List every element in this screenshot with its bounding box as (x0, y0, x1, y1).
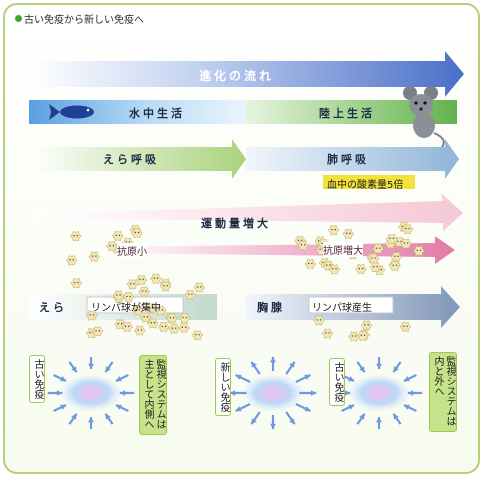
lymphocyte-cell-icon (91, 326, 104, 337)
mouse-icon (403, 86, 445, 148)
lymphocyte-cell-icon (69, 231, 82, 242)
oxygen-note-box (323, 175, 415, 189)
antigen-arrow (105, 236, 455, 264)
lymphocyte-cell-icon (372, 243, 385, 254)
lymphocyte-cell-icon (385, 233, 398, 245)
evolution-arrow (29, 51, 464, 97)
exercise-increase-label: 運動量増大 (201, 217, 271, 230)
lymphocyte-cell-icon (144, 303, 157, 314)
gills-label: えら (39, 301, 67, 314)
lymphocyte-cell-icon (149, 273, 162, 284)
lymphocyte-cell-icon (65, 255, 78, 266)
lymphocyte-cell-icon (159, 281, 172, 292)
lymphocyte-cell-icon (304, 258, 317, 270)
lymphocyte-cell-icon (122, 291, 135, 303)
lymphocyte-cell-icon (360, 320, 373, 331)
lymphocyte-cell-icon (342, 228, 355, 240)
bullet-icon (15, 15, 22, 22)
lymphocyte-cell-icon (297, 240, 310, 251)
lymphocyte-cell-icon (111, 230, 124, 242)
diagram-title-text: 古い免疫から新しい免疫へ (24, 15, 144, 26)
land-life-label: 陸上生活 (319, 107, 375, 120)
lymphocyte-cell-icon (121, 321, 134, 332)
water-life-label: 水中生活 (129, 107, 185, 120)
lymph-production-label: リンパ球産生 (312, 303, 372, 314)
lymphocyte-cell-icon (388, 260, 401, 271)
lymphocyte-cell-icon (85, 310, 98, 321)
lymphocyte-cell-icon (321, 328, 334, 339)
lymphocyte-cell-icon (112, 290, 125, 301)
lymphocyte-cell-icon (133, 325, 146, 336)
lymph-gather-label: リンパ球が集中 (91, 303, 161, 314)
lymphocyte-cell-icon (126, 279, 139, 290)
diagram-frame: 古い免疫から新しい免疫へ (3, 3, 480, 474)
diagram-title: 古い免疫から新しい免疫へ (15, 11, 144, 26)
lymphocyte-cell-icon (348, 331, 360, 342)
lymphocyte-cell-icon (138, 286, 151, 297)
lymphocyte-cell-icon (401, 224, 414, 235)
lymphocyte-cell-icon (390, 251, 403, 262)
immune-cell-icon (335, 357, 423, 429)
monitor-both-label: 監視システムは内と外へ (429, 352, 457, 432)
lymphocyte-cell-icon (154, 305, 167, 316)
gill-breathing-label: えら呼吸 (103, 153, 159, 166)
lymphocyte-cell-icon (184, 289, 197, 300)
monitor-inner-label: 監視システムは主として内側へ (139, 355, 167, 435)
new-immunity-label: 新しい免疫 (215, 358, 231, 416)
lymphocyte-cell-icon (367, 253, 380, 264)
lymphocyte-cell-icon (399, 321, 412, 332)
exercise-increase-arrow (29, 193, 463, 231)
lymphocyte-cell-icon (369, 262, 382, 273)
lymphocyte-cell-icon (88, 251, 101, 262)
lymphocyte-cell-icon (178, 312, 191, 324)
antigen-small-label: 抗原小 (117, 243, 147, 258)
lymphocyte-cell-icon (70, 278, 83, 289)
lymphocyte-cell-icon (193, 282, 206, 293)
lymph-production-box (308, 296, 394, 314)
evolution-label: 進化の流れ (199, 69, 275, 83)
lymphocyte-cell-icon (130, 227, 143, 239)
oxygen-note: 血中の酸素量5倍 (327, 180, 404, 191)
lymphocyte-cell-icon (105, 241, 118, 252)
lymphocyte-cluster-small (65, 224, 143, 266)
lymphocyte-cell-icon (157, 321, 170, 333)
old-immunity-label-2: 古い免疫 (329, 358, 345, 406)
lymphocyte-cell-icon (356, 330, 369, 341)
old-immunity-label-1: 古い免疫 (29, 355, 45, 403)
immune-cell-icon (47, 357, 135, 429)
fish-icon (49, 104, 94, 120)
thymus-label: 胸腺 (257, 301, 285, 314)
lymphocyte-cell-icon (328, 264, 341, 275)
immune-cell-icon (229, 357, 317, 429)
lymphocyte-cluster-gills (70, 273, 206, 341)
lung-breathing-arrow (246, 139, 459, 179)
lymphocyte-cell-icon (178, 322, 190, 333)
lymphocyte-cell-icon (131, 305, 144, 316)
antigen-increase-label: 抗原増大 (323, 242, 363, 257)
lymphocyte-cell-icon (355, 264, 367, 275)
lymphocyte-cell-icon (135, 274, 148, 286)
lymphocyte-cell-icon (327, 225, 340, 236)
lymphocyte-cell-icon (168, 323, 181, 334)
lymphocyte-cell-icon (146, 318, 159, 329)
gill-breathing-arrow (29, 139, 246, 179)
lymphocyte-cell-icon (412, 245, 425, 257)
lymphocyte-cell-icon (400, 238, 412, 249)
lymphocyte-cell-icon (166, 313, 179, 324)
lymphocyte-cell-icon (312, 315, 325, 326)
lymphocyte-cluster-thymus (312, 315, 412, 342)
lymphocyte-cell-icon (191, 330, 204, 341)
lung-breathing-label: 肺呼吸 (327, 153, 369, 166)
